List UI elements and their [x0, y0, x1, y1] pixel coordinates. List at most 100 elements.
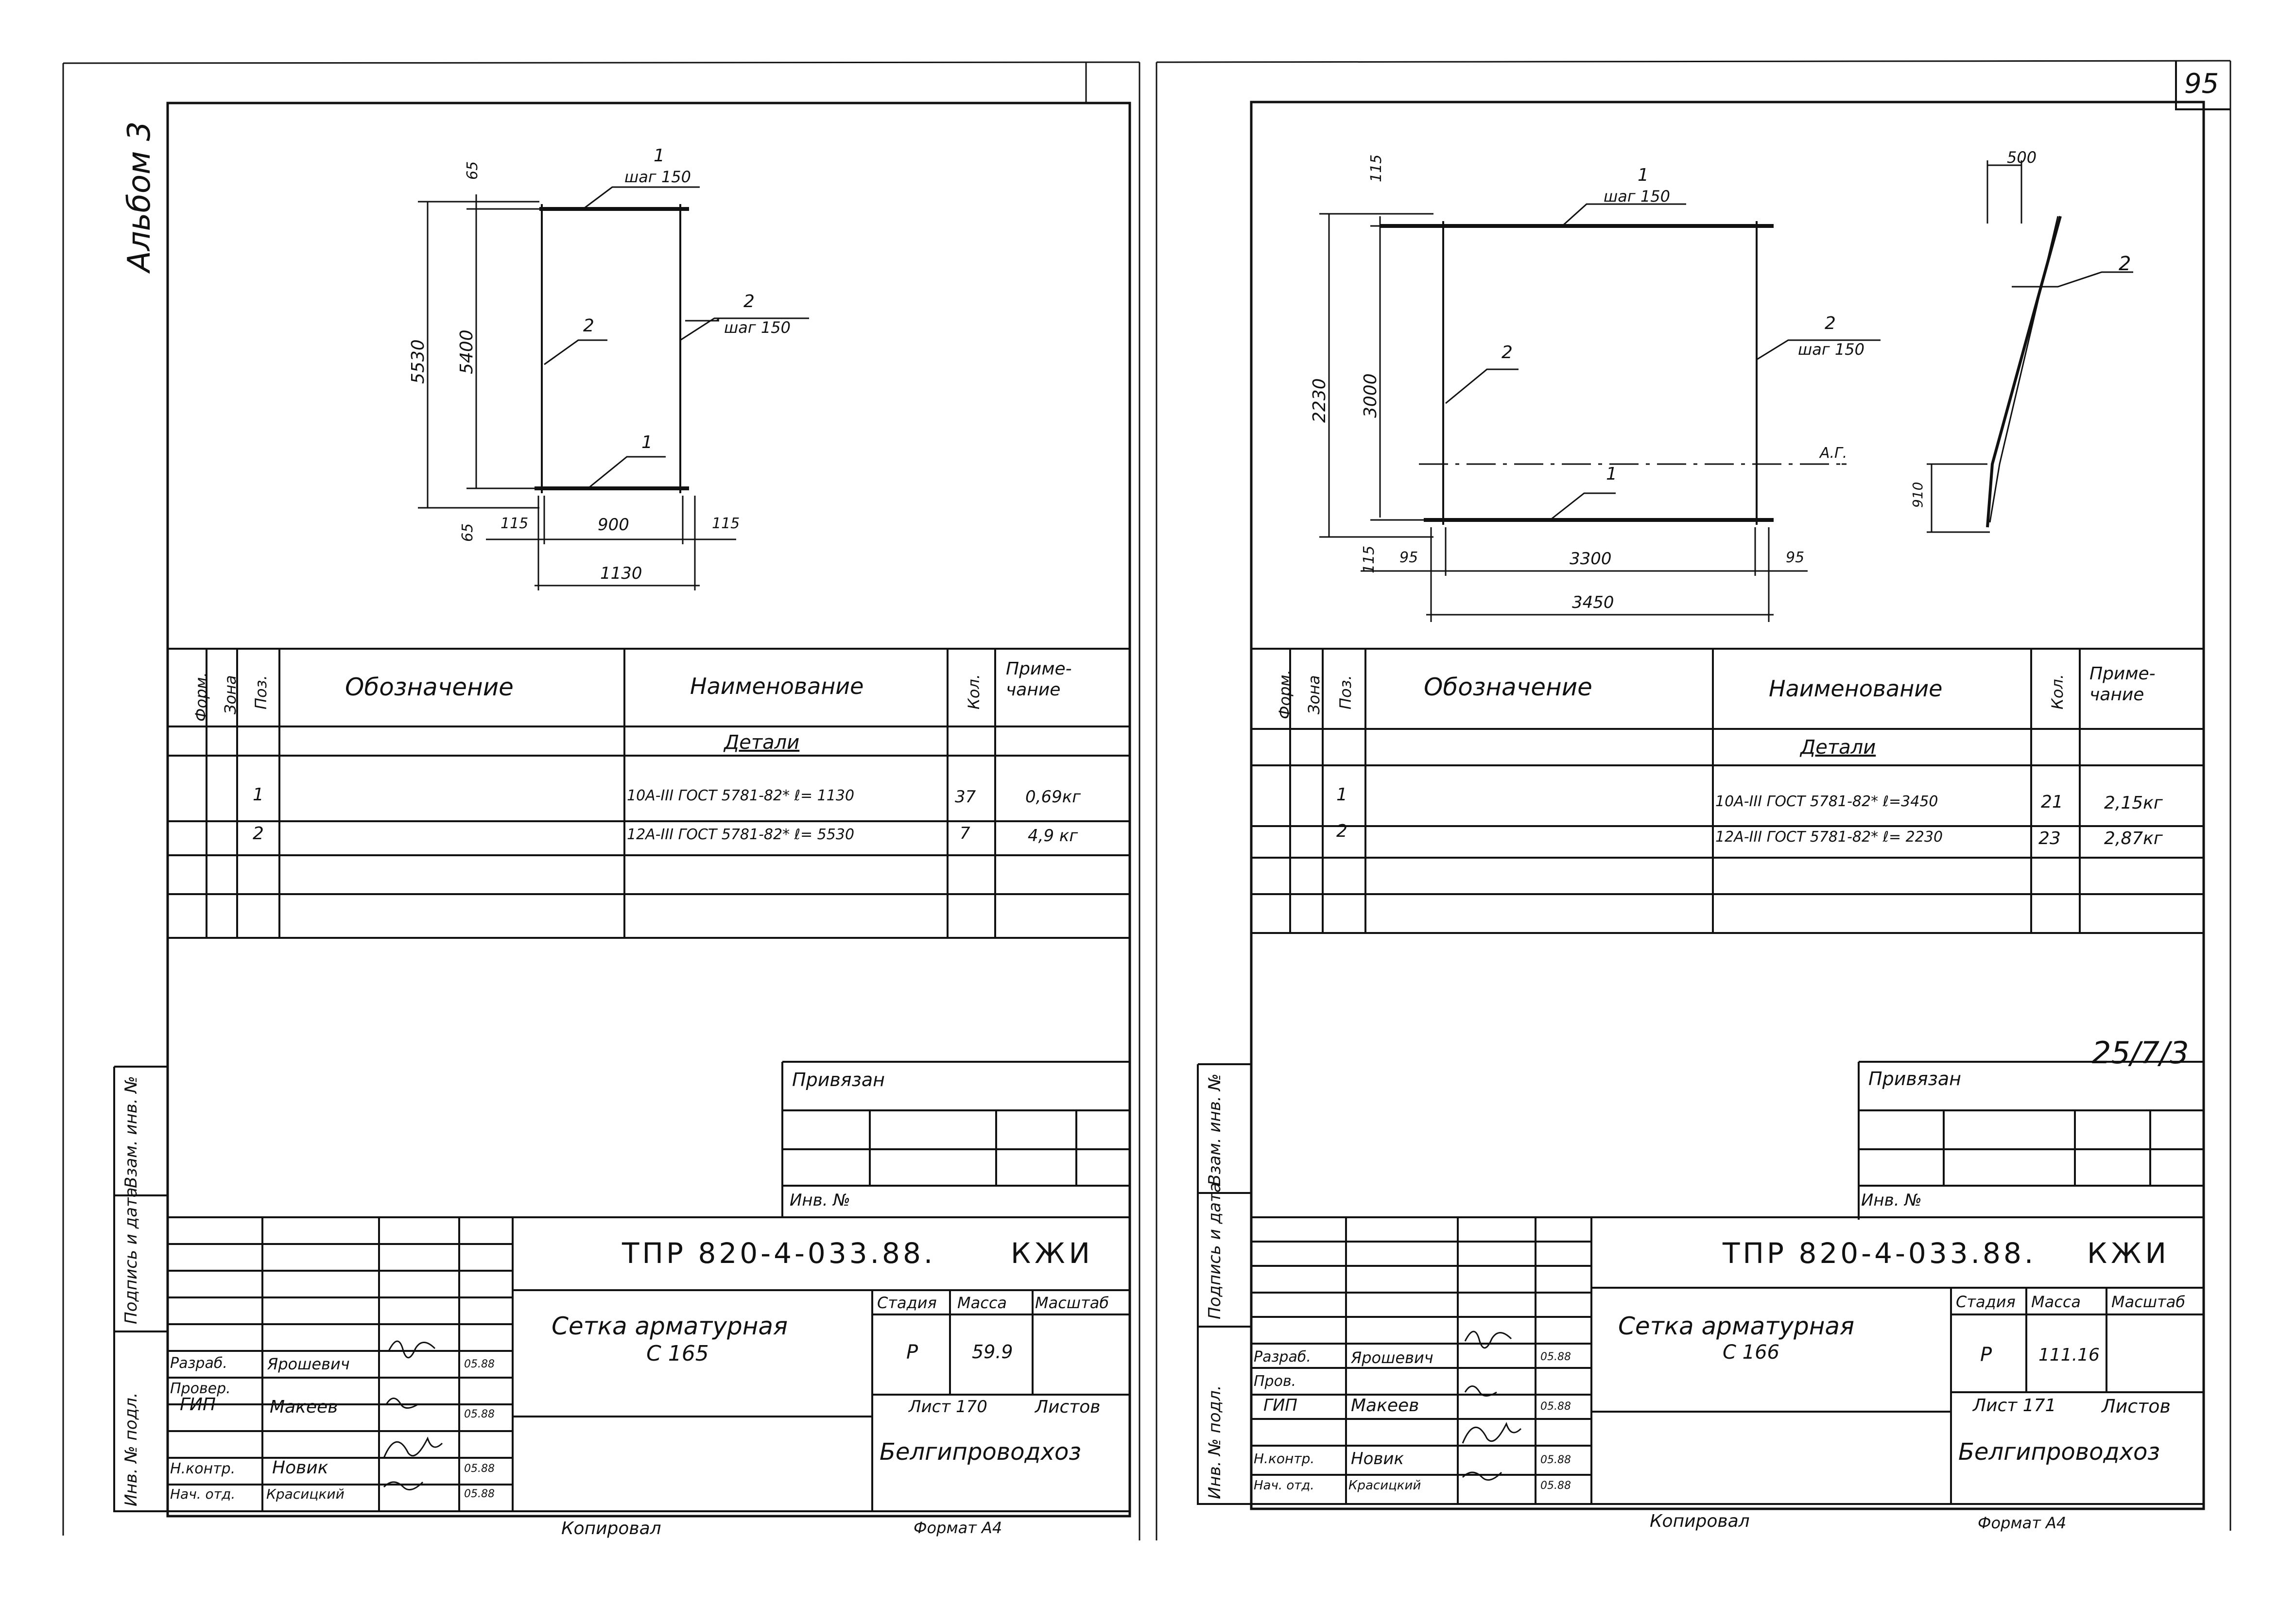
mass-value: 111.16 [2038, 1345, 2100, 1365]
spec-header-zone: Зона [1305, 675, 1323, 714]
inv-number-label: Инв. № [1861, 1191, 1922, 1210]
person-name: Красицкий [1348, 1478, 1421, 1493]
sign-date: 05.88 [1540, 1400, 1571, 1413]
sign-date: 05.88 [1540, 1480, 1571, 1492]
spec-row-name: 10А-III ГОСТ 5781-82* ℓ=3450 [1715, 793, 1938, 810]
copied-by-label: Копировал [1650, 1511, 1750, 1531]
callout-pos1-bottom: 1 [1606, 464, 1617, 484]
spec-header-pos: Поз. [252, 675, 270, 709]
callout-pos1-top: 1 [1638, 165, 1649, 185]
spec-row-qty: 37 [955, 787, 976, 807]
role-label: Провер. [170, 1380, 231, 1397]
spec-row-pos: 2 [253, 824, 264, 844]
spec-section-title: Детали [1800, 736, 1876, 759]
dim-3450: 3450 [1572, 593, 1614, 612]
role-label: Н.контр. [170, 1460, 236, 1477]
doc-name-line1: Сетка арматурная [1618, 1312, 1855, 1340]
spec-row-note: 0,69кг [1025, 787, 1081, 807]
stage-value: Р [906, 1341, 918, 1364]
copied-by-label: Копировал [561, 1519, 661, 1538]
spec-row-note: 2,87кг [2104, 829, 2163, 848]
doc-name-line2: С 166 [1723, 1341, 1779, 1364]
sign-date: 05.88 [464, 1408, 495, 1420]
callout-pos1-top-step: шаг 150 [624, 168, 691, 186]
spec-row-pos: 1 [253, 785, 264, 805]
spec-section-title: Детали [724, 731, 800, 754]
spec-header-qty: Кол. [2048, 674, 2067, 709]
dim-5530: 5530 [408, 339, 428, 384]
mass-value: 59.9 [972, 1341, 1013, 1363]
person-name: Новик [272, 1458, 328, 1478]
spec-header-pos: Поз. [1336, 675, 1355, 709]
dim-3300: 3300 [1570, 549, 1612, 569]
axis-label: А.Г. [1820, 445, 1847, 462]
page-number: 95 [2184, 68, 2219, 100]
margin-label-inv-orig: Инв. № подл. [1205, 1385, 1225, 1499]
sheets-total: Листов [2102, 1396, 2171, 1417]
sign-date: 05.88 [464, 1463, 495, 1475]
dim-115-bottom: 115 [1361, 545, 1378, 573]
spec-header-form: Форм. [1276, 670, 1294, 719]
dim-65-bottom: 65 [459, 523, 476, 542]
spec-row-qty: 7 [960, 824, 970, 843]
person-name: Красицкий [266, 1486, 345, 1502]
callout-pos1-top-step: шаг 150 [1604, 187, 1670, 206]
role-label: Разраб. [170, 1355, 227, 1372]
sign-date: 05.88 [1540, 1351, 1571, 1363]
dim-115-left: 115 [501, 515, 529, 532]
doc-mark: КЖИ [2087, 1237, 2171, 1270]
stamp-code: 25/7/3 [2092, 1035, 2189, 1071]
sheet-number: Лист 170 [909, 1397, 987, 1417]
role-label: Разраб. [1254, 1348, 1311, 1365]
callout-pos1-bottom: 1 [641, 432, 653, 452]
role-label: Нач. отд. [1254, 1478, 1314, 1493]
role-label: ГИП [180, 1395, 216, 1415]
spec-row-qty: 21 [2041, 792, 2063, 812]
margin-label-sign-date: Подпись и дата [121, 1187, 141, 1324]
organization: Белгипроводхоз [880, 1438, 1081, 1466]
spec-header-note: Приме- чание [1006, 659, 1072, 700]
format-label: Формат А4 [1978, 1514, 2067, 1532]
dim-2230: 2230 [1310, 378, 1329, 423]
dim-115-top: 115 [1368, 154, 1385, 182]
spec-header-name: Наименование [690, 673, 864, 699]
person-name: Новик [1351, 1449, 1404, 1469]
sheet-number: Лист 171 [1973, 1396, 2056, 1416]
spec-row-qty: 23 [2038, 829, 2061, 848]
sheets-total: Листов [1035, 1397, 1101, 1417]
person-name: Макеев [270, 1397, 338, 1417]
callout-pos2-right-step: шаг 150 [1798, 340, 1864, 359]
dim-95-left: 95 [1399, 549, 1418, 566]
stage-header: Стадия [877, 1294, 937, 1312]
dim-3000: 3000 [1361, 373, 1381, 418]
callout-pos2-mid: 2 [1502, 343, 1513, 363]
privyazan-label: Привязан [792, 1069, 885, 1090]
privyazan-label: Привязан [1868, 1068, 1961, 1089]
spec-header-designation: Обозначение [345, 673, 514, 701]
spec-header-name: Наименование [1769, 675, 1943, 702]
dim-900: 900 [598, 515, 629, 535]
spec-row-pos: 1 [1336, 785, 1347, 805]
role-label: Пров. [1254, 1373, 1296, 1390]
role-label: ГИП [1263, 1396, 1297, 1415]
album-label: Альбом 3 [121, 121, 157, 272]
callout-pos2-side: 2 [2119, 253, 2131, 275]
spec-row-name: 10А-III ГОСТ 5781-82* ℓ= 1130 [627, 787, 855, 804]
spec-row-name: 12А-III ГОСТ 5781-82* ℓ= 2230 [1715, 829, 1943, 846]
spec-row-note: 4,9 кг [1028, 826, 1078, 846]
spec-row-name: 12А-III ГОСТ 5781-82* ℓ= 5530 [627, 826, 855, 843]
dim-1130: 1130 [600, 564, 642, 583]
margin-label-inv-orig: Инв. № подл. [121, 1392, 141, 1506]
sign-date: 05.88 [464, 1488, 495, 1500]
stage-value: Р [1980, 1344, 1992, 1366]
margin-label-replace-inv: Взам. инв. № [121, 1076, 141, 1188]
role-label: Нач. отд. [170, 1486, 236, 1502]
doc-name-line1: Сетка арматурная [552, 1312, 788, 1340]
spec-header-form: Форм. [192, 672, 210, 722]
margin-label-sign-date: Подпись и дата [1205, 1182, 1225, 1319]
callout-pos1-top: 1 [654, 146, 665, 166]
doc-mark: КЖИ [1011, 1237, 1094, 1270]
spec-row-note: 2,15кг [2104, 793, 2163, 813]
mass-header: Масса [957, 1294, 1007, 1312]
